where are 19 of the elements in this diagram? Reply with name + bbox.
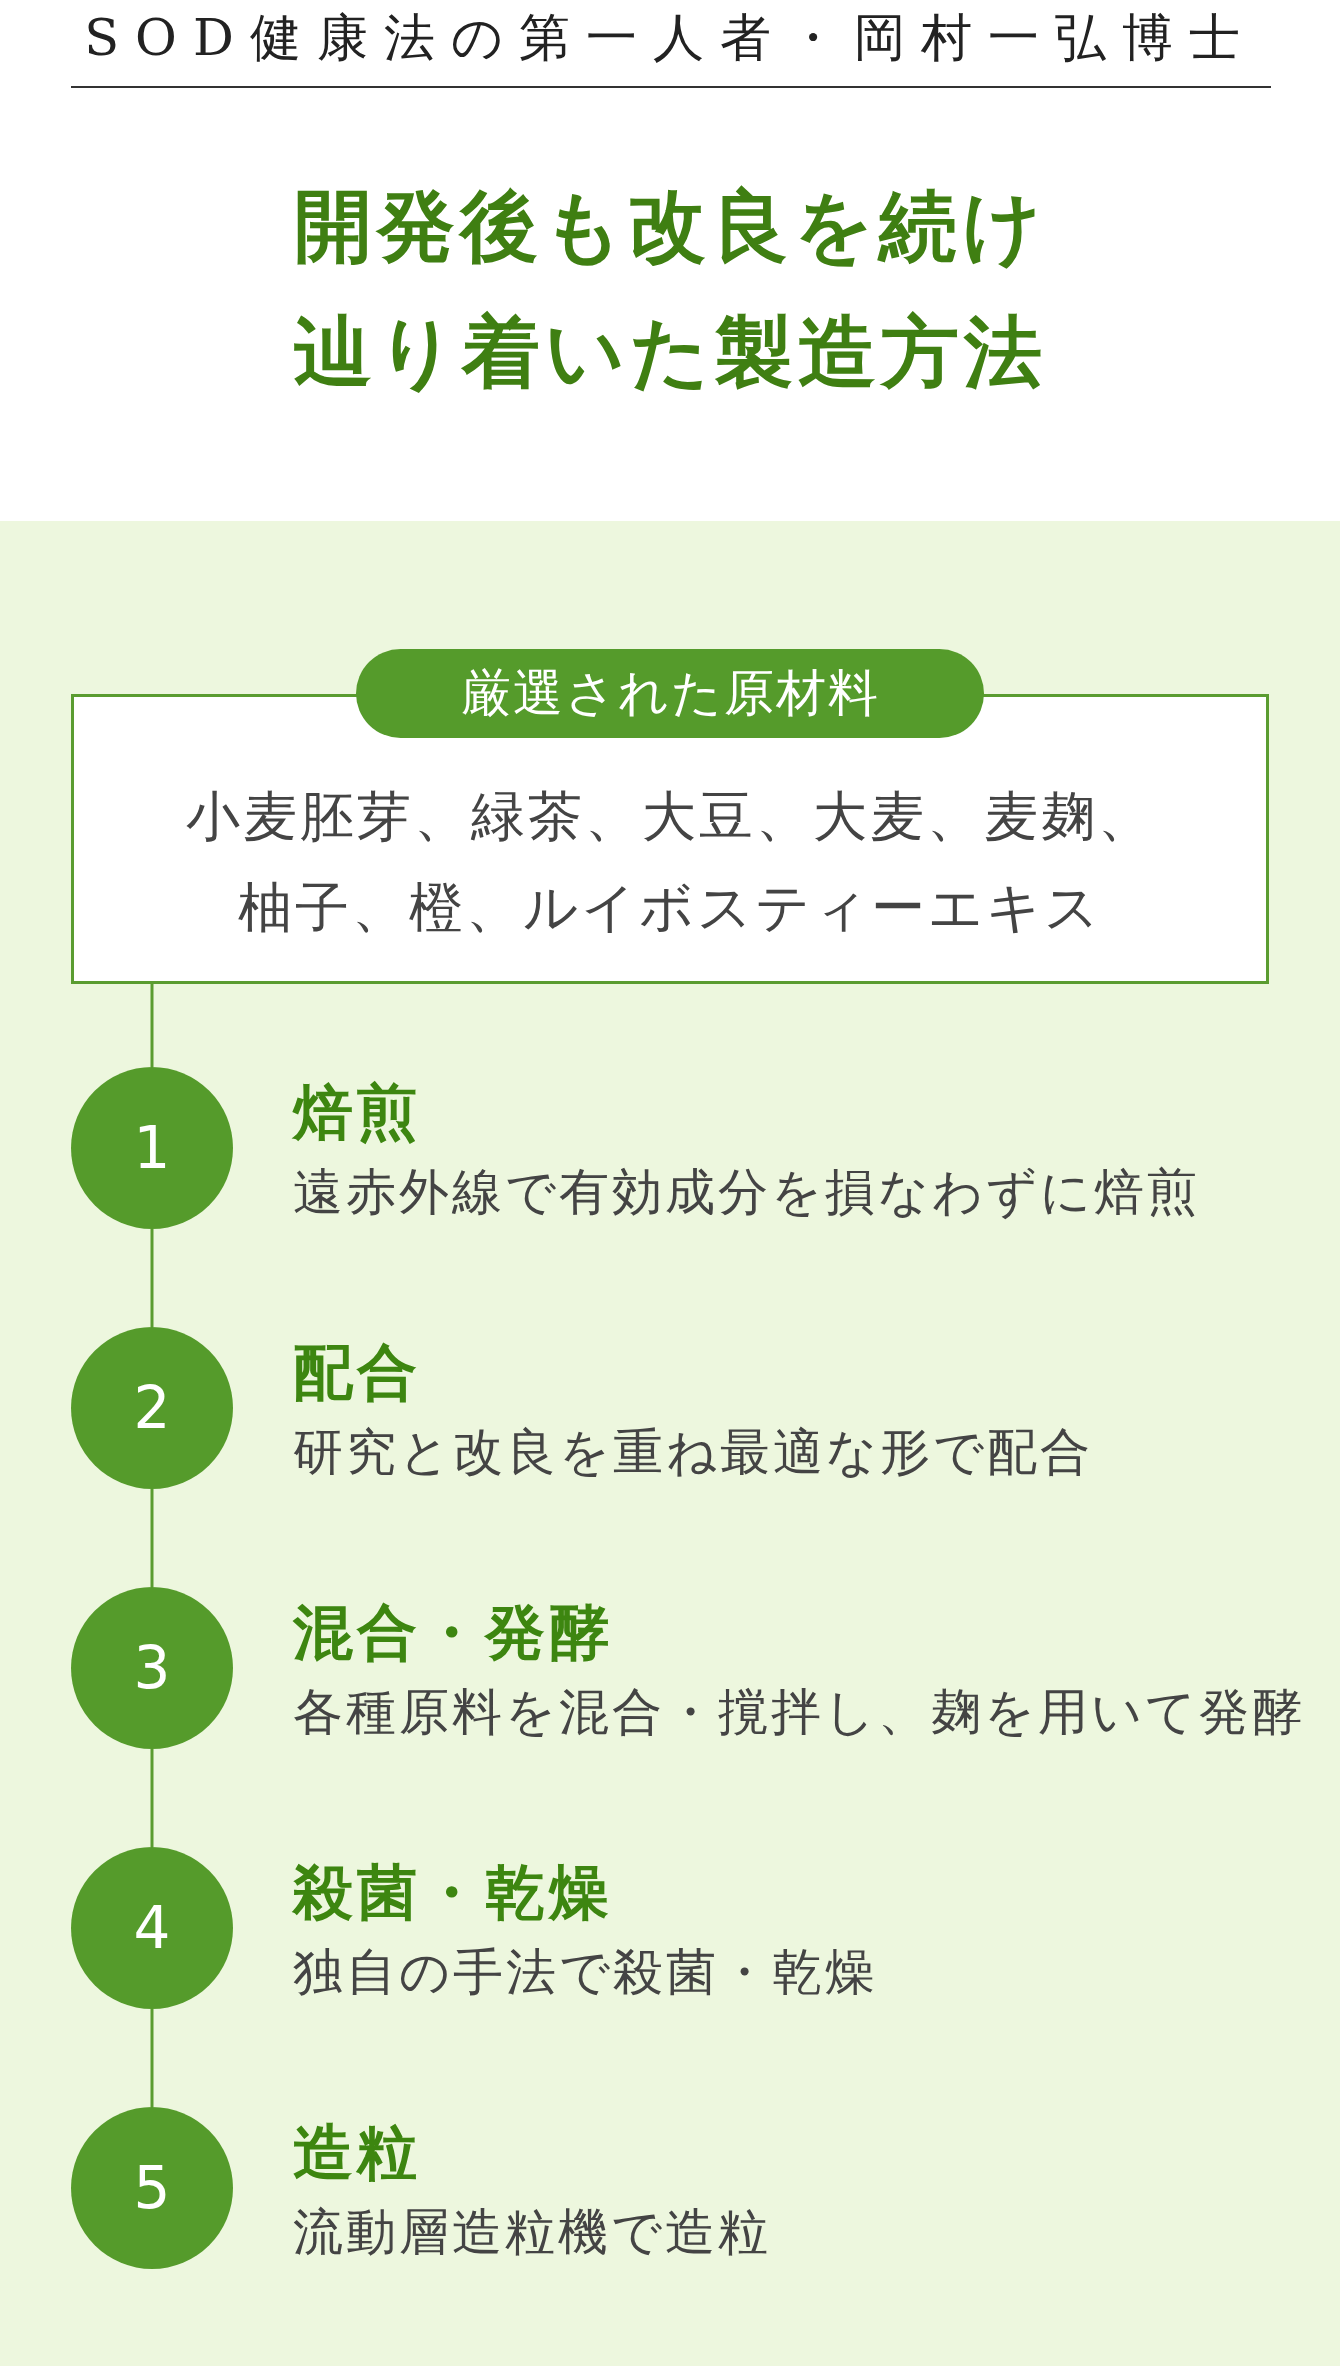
step-description: 独自の手法で殺菌・乾燥 [293,1942,878,2002]
step-heading: 焙煎 [293,1077,421,1147]
step-description: 遠赤外線で有効成分を損なわずに焙煎 [293,1162,1200,1222]
step-heading: 配合 [293,1337,421,1407]
ingredient-list: 小麦胚芽、緑茶、大豆、大麦、麦麹、柚子、橙、ルイボスティーエキス [170,771,1170,953]
connector-line [150,1229,154,1327]
step-description: 研究と改良を重ね最適な形で配合 [293,1422,1093,1482]
step-description: 流動層造粒機で造粒 [293,2202,771,2262]
connector-line [150,1749,154,1847]
step-heading: 殺菌・乾燥 [293,1857,613,1927]
connector-line [150,2009,154,2107]
step-description: 各種原料を混合・撹拌し、麹を用いて発酵 [293,1682,1305,1742]
step-heading: 造粒 [293,2117,421,2187]
connector-line [150,984,154,1067]
category-pill: 厳選された原材料 [356,649,984,738]
header-text: SOD健康法の第一人者・岡村一弘博士 [83,7,1257,69]
connector-line [150,1489,154,1587]
step-heading: 混合・発酵 [293,1597,613,1667]
title: 開発後も改良を続け辿り着いた製造方法 [292,179,1048,399]
